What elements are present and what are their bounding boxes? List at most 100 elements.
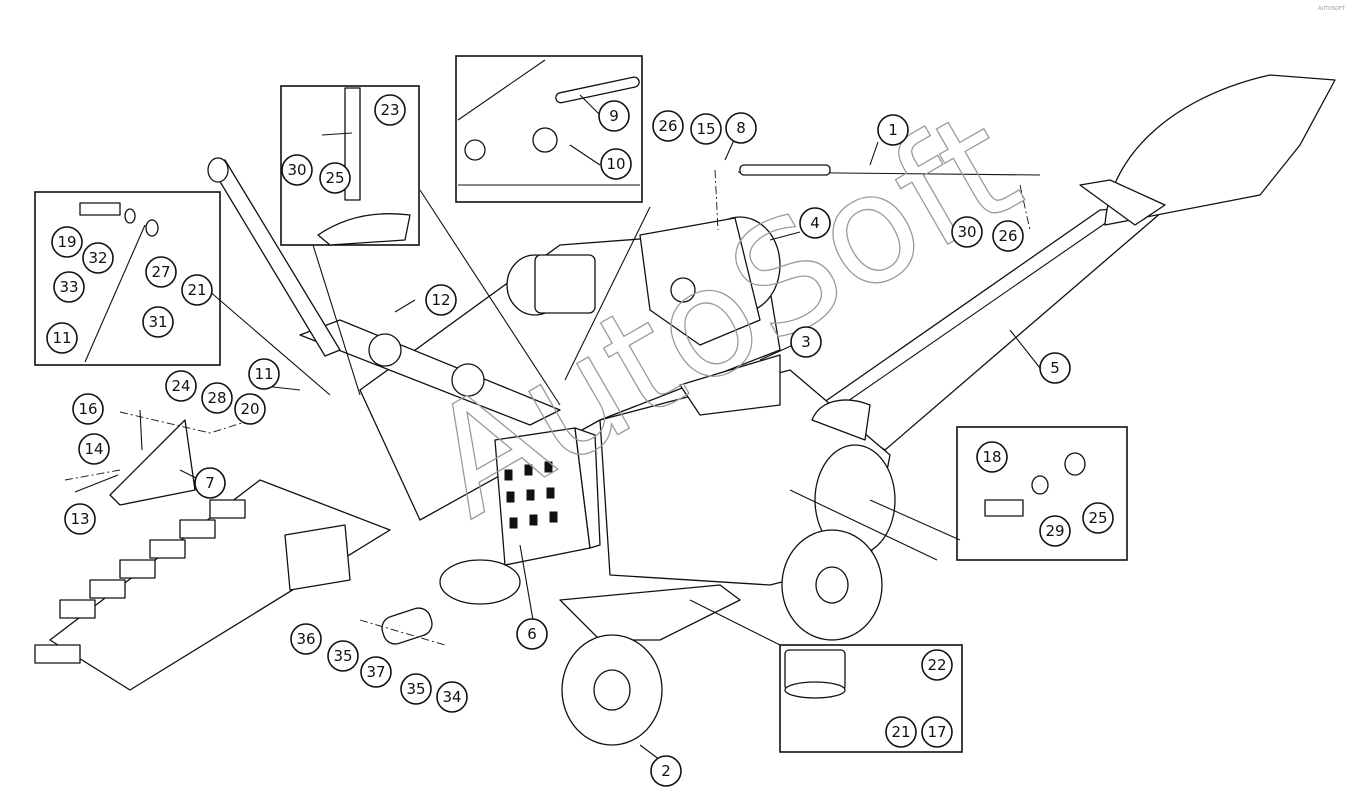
fan-hub <box>670 277 696 303</box>
control-box-side <box>574 427 601 549</box>
svg-text:25: 25 <box>325 169 344 187</box>
callout-31: 31 <box>142 306 174 338</box>
pin-14 <box>139 409 143 451</box>
callout-22: 22 <box>921 649 953 681</box>
adjustment-dial <box>811 399 871 441</box>
callout-20: 20 <box>234 393 266 425</box>
callout-10: 10 <box>600 148 632 180</box>
callout-17: 17 <box>921 716 953 748</box>
svg-text:7: 7 <box>205 474 215 492</box>
svg-text:20: 20 <box>240 400 259 418</box>
svg-text:5: 5 <box>1050 359 1060 377</box>
cover-plate <box>109 419 196 506</box>
callout-11: 11 <box>248 358 280 390</box>
callout-3: 3 <box>790 326 822 358</box>
inset-lifting-eye <box>455 55 643 203</box>
callout-26-top: 26 <box>652 110 684 142</box>
svg-text:21: 21 <box>891 723 910 741</box>
feeder-paddles <box>34 499 246 664</box>
machine-assembly <box>34 74 1336 746</box>
sprocket-right <box>451 363 485 397</box>
callout-7: 7 <box>194 467 226 499</box>
rear-wheel-hub <box>815 566 849 604</box>
tow-handle-grip <box>207 157 229 183</box>
svg-text:36: 36 <box>296 630 315 648</box>
callout-29: 29 <box>1039 515 1071 547</box>
svg-text:37: 37 <box>366 663 385 681</box>
callout-27: 27 <box>145 256 177 288</box>
svg-text:19: 19 <box>57 233 76 251</box>
callout-19: 19 <box>51 226 83 258</box>
callout-2: 2 <box>650 755 682 787</box>
svg-text:30: 30 <box>287 161 306 179</box>
svg-text:21: 21 <box>187 281 206 299</box>
svg-text:30: 30 <box>957 223 976 241</box>
inset-strut-mount <box>280 85 420 246</box>
callout-9: 9 <box>598 100 630 132</box>
svg-text:26: 26 <box>658 117 677 135</box>
callout-30: 30 <box>951 216 983 248</box>
svg-text:15: 15 <box>696 120 715 138</box>
svg-text:12: 12 <box>431 291 450 309</box>
svg-text:2: 2 <box>661 762 671 780</box>
pin-13 <box>74 474 119 493</box>
callout-35-left: 35 <box>327 640 359 672</box>
svg-text:14: 14 <box>84 440 103 458</box>
leader-lines <box>179 94 1041 761</box>
callout-35: 35 <box>400 673 432 705</box>
control-box-switches <box>504 461 558 529</box>
callout-24: 24 <box>165 370 197 402</box>
callout-4: 4 <box>799 207 831 239</box>
svg-text:23: 23 <box>380 101 399 119</box>
svg-text:9: 9 <box>609 107 619 125</box>
svg-text:17: 17 <box>927 723 946 741</box>
callout-15: 15 <box>690 113 722 145</box>
callout-21: 21 <box>885 716 917 748</box>
svg-text:31: 31 <box>148 313 167 331</box>
svg-text:1: 1 <box>888 121 898 139</box>
svg-text:35: 35 <box>333 647 352 665</box>
tow-frame <box>559 584 741 641</box>
corner-mark: AUTOSOFT <box>1318 6 1346 12</box>
svg-text:26: 26 <box>998 227 1017 245</box>
callout-30-inset: 30 <box>281 154 313 186</box>
svg-text:10: 10 <box>606 155 625 173</box>
svg-text:16: 16 <box>78 400 97 418</box>
fan-housing <box>639 217 761 346</box>
feeder-gearbox <box>284 524 351 591</box>
callout-37: 37 <box>360 656 392 688</box>
svg-text:6: 6 <box>527 625 537 643</box>
filter-cylinder <box>381 607 433 645</box>
svg-text:13: 13 <box>70 510 89 528</box>
svg-text:4: 4 <box>810 214 820 232</box>
svg-text:11: 11 <box>52 329 71 347</box>
callout-32: 32 <box>82 242 114 274</box>
callout-5: 5 <box>1039 352 1071 384</box>
callout-28: 28 <box>201 382 233 414</box>
chute-hood-side <box>1079 179 1166 226</box>
callout-14: 14 <box>78 433 110 465</box>
callout-26: 26 <box>992 220 1024 252</box>
callout-25-inset: 25 <box>319 162 351 194</box>
svg-text:25: 25 <box>1088 509 1107 527</box>
callout-8: 8 <box>725 112 757 144</box>
svg-text:29: 29 <box>1045 522 1064 540</box>
callout-18: 18 <box>976 441 1008 473</box>
svg-text:3: 3 <box>801 333 811 351</box>
upper-cross-frame <box>299 319 561 426</box>
callout-16: 16 <box>72 393 104 425</box>
callout-13: 13 <box>64 503 96 535</box>
svg-text:22: 22 <box>927 656 946 674</box>
svg-text:27: 27 <box>151 263 170 281</box>
svg-text:33: 33 <box>59 278 78 296</box>
svg-text:28: 28 <box>207 389 226 407</box>
svg-text:8: 8 <box>736 119 746 137</box>
callout-21-inset: 21 <box>181 274 213 306</box>
callout-1: 1 <box>877 114 909 146</box>
callout-23: 23 <box>374 94 406 126</box>
callout-36: 36 <box>290 623 322 655</box>
svg-text:11: 11 <box>254 365 273 383</box>
svg-text:35: 35 <box>406 680 425 698</box>
